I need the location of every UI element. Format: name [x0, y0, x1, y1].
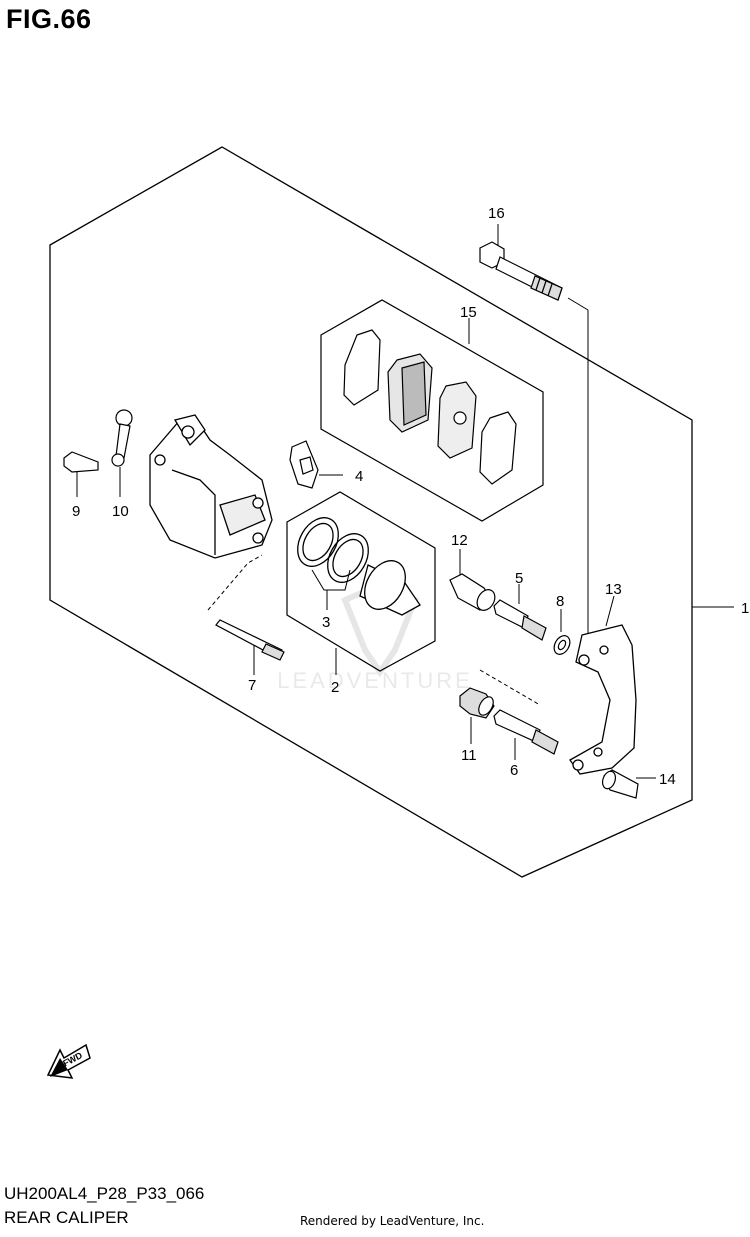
caliper-body: [149, 414, 273, 559]
watermark-text: LEADVENTURE: [277, 668, 473, 693]
part-11-boot: [459, 687, 495, 719]
callout-14: 14: [659, 771, 676, 788]
part-7-pin: [215, 619, 285, 661]
piston: [359, 560, 421, 616]
callout-4: 4: [355, 468, 363, 485]
part-3-piston-seals: [297, 517, 369, 583]
callout-13: 13: [605, 581, 622, 598]
piston-kit-outline-2: [286, 491, 436, 672]
callout-8: 8: [556, 593, 564, 610]
part-6-bolt: [493, 709, 559, 755]
callout-1: 1: [741, 600, 749, 617]
callout-16: 16: [488, 205, 505, 222]
figure-title: FIG.66: [6, 4, 92, 34]
callout-15: 15: [460, 304, 477, 321]
part-9-bleeder-screw: [63, 451, 99, 473]
callout-7: 7: [248, 677, 256, 694]
rendered-by-credit: Rendered by LeadVenture, Inc.: [300, 1214, 485, 1228]
part-8-washer: [553, 635, 571, 655]
part-4-pad-spring: [289, 440, 319, 489]
part-14-sleeve: [601, 769, 639, 799]
model-code: UH200AL4_P28_P33_066: [4, 1184, 205, 1203]
part-16-bolt: [479, 241, 563, 301]
leader-lines: [76, 224, 734, 779]
part-10-pad-pin: [111, 409, 133, 467]
callout-9: 9: [72, 503, 80, 520]
part-12-boot: [449, 573, 496, 611]
callout-6: 6: [510, 762, 518, 779]
fwd-arrow-icon: FWD: [46, 1043, 91, 1079]
assembly-name: REAR CALIPER: [4, 1208, 129, 1227]
part-5-bolt: [493, 599, 547, 641]
callout-11: 11: [461, 747, 477, 764]
assembly-outline-1: [49, 146, 693, 878]
pad-set-outline-15: [320, 299, 544, 522]
callout-3: 3: [322, 614, 330, 631]
callout-5: 5: [515, 570, 523, 587]
part-15-brake-pads: [343, 329, 517, 485]
callout-12: 12: [451, 532, 468, 549]
part-13-caliper-bracket: [569, 624, 637, 775]
callout-labels: 1 2 3 4 5 6 7 8 9 10 11 12 13 14 15 16: [72, 205, 749, 788]
callout-2: 2: [331, 679, 339, 696]
callout-10: 10: [112, 503, 129, 520]
